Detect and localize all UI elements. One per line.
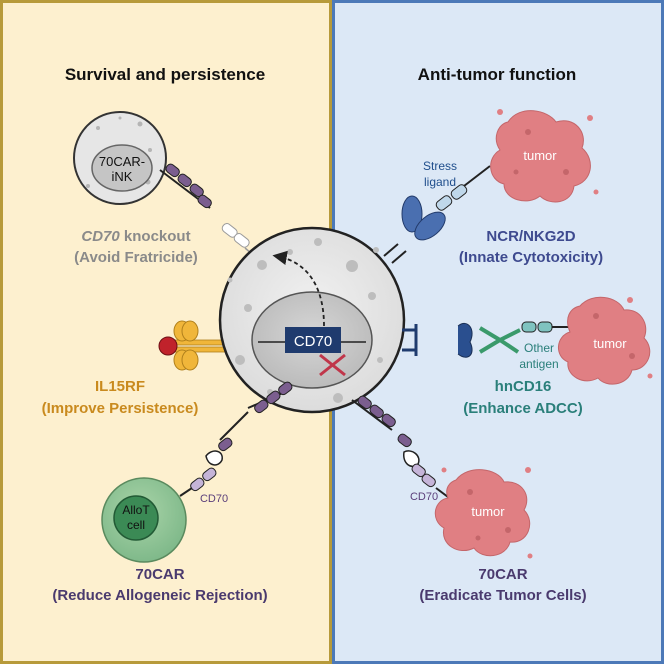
hncd16-title: hnCD16 xyxy=(495,378,552,395)
tumor-label-3: tumor xyxy=(471,504,505,519)
ink-label-line2: iNK xyxy=(112,169,133,184)
knockout-x-mark xyxy=(319,353,346,377)
hncd16-receptor xyxy=(402,321,574,358)
left-panel-title: Survival and persistence xyxy=(65,65,265,84)
allot-cell xyxy=(101,477,187,563)
knockout-cd70-faded xyxy=(221,223,253,255)
il15rf-receptor xyxy=(158,320,242,371)
ncr-title: NCR/NKG2D xyxy=(486,228,575,245)
ink-cell xyxy=(73,111,167,205)
tumor-cell-1 xyxy=(490,109,599,203)
other-antigen-line1: Other xyxy=(524,341,554,355)
ncr-receptor xyxy=(383,165,491,264)
tumor-cell-2 xyxy=(558,296,653,385)
knockout-title: CD70 knockout xyxy=(81,228,190,245)
tumor-label-2: tumor xyxy=(593,336,627,351)
knockout-subtitle: (Avoid Fratricide) xyxy=(74,249,198,266)
left-car-receptor xyxy=(179,381,293,497)
right-car-subtitle: (Eradicate Tumor Cells) xyxy=(419,587,586,604)
allot-label-line2: cell xyxy=(127,518,145,532)
allot-label-line1: AlloT xyxy=(122,503,150,517)
right-cd70-tag: CD70 xyxy=(410,491,438,503)
right-car-receptor xyxy=(351,395,453,501)
tumor-label-1: tumor xyxy=(523,148,557,163)
left-car-title: 70CAR xyxy=(135,566,184,583)
il15rf-subtitle: (Improve Persistence) xyxy=(42,400,199,417)
stress-ligand-line1: Stress xyxy=(423,159,457,173)
right-car-title: 70CAR xyxy=(478,566,527,583)
right-panel-title: Anti-tumor function xyxy=(418,65,577,84)
stress-ligand-line2: ligand xyxy=(424,175,456,189)
il15rf-title: IL15RF xyxy=(95,378,145,395)
ncr-subtitle: (Innate Cytotoxicity) xyxy=(459,249,603,266)
left-cd70-tag: CD70 xyxy=(200,493,228,505)
cd70-gene-label: CD70 xyxy=(294,333,332,350)
central-nk-cell xyxy=(218,226,406,414)
ink-label-line1: 70CAR- xyxy=(99,154,145,169)
ink-car-receptor xyxy=(159,163,212,209)
hncd16-subtitle: (Enhance ADCC) xyxy=(463,400,582,417)
tumor-cell-3 xyxy=(434,467,533,559)
left-car-subtitle: (Reduce Allogeneic Rejection) xyxy=(52,587,267,604)
other-antigen-line2: antigen xyxy=(519,357,558,371)
